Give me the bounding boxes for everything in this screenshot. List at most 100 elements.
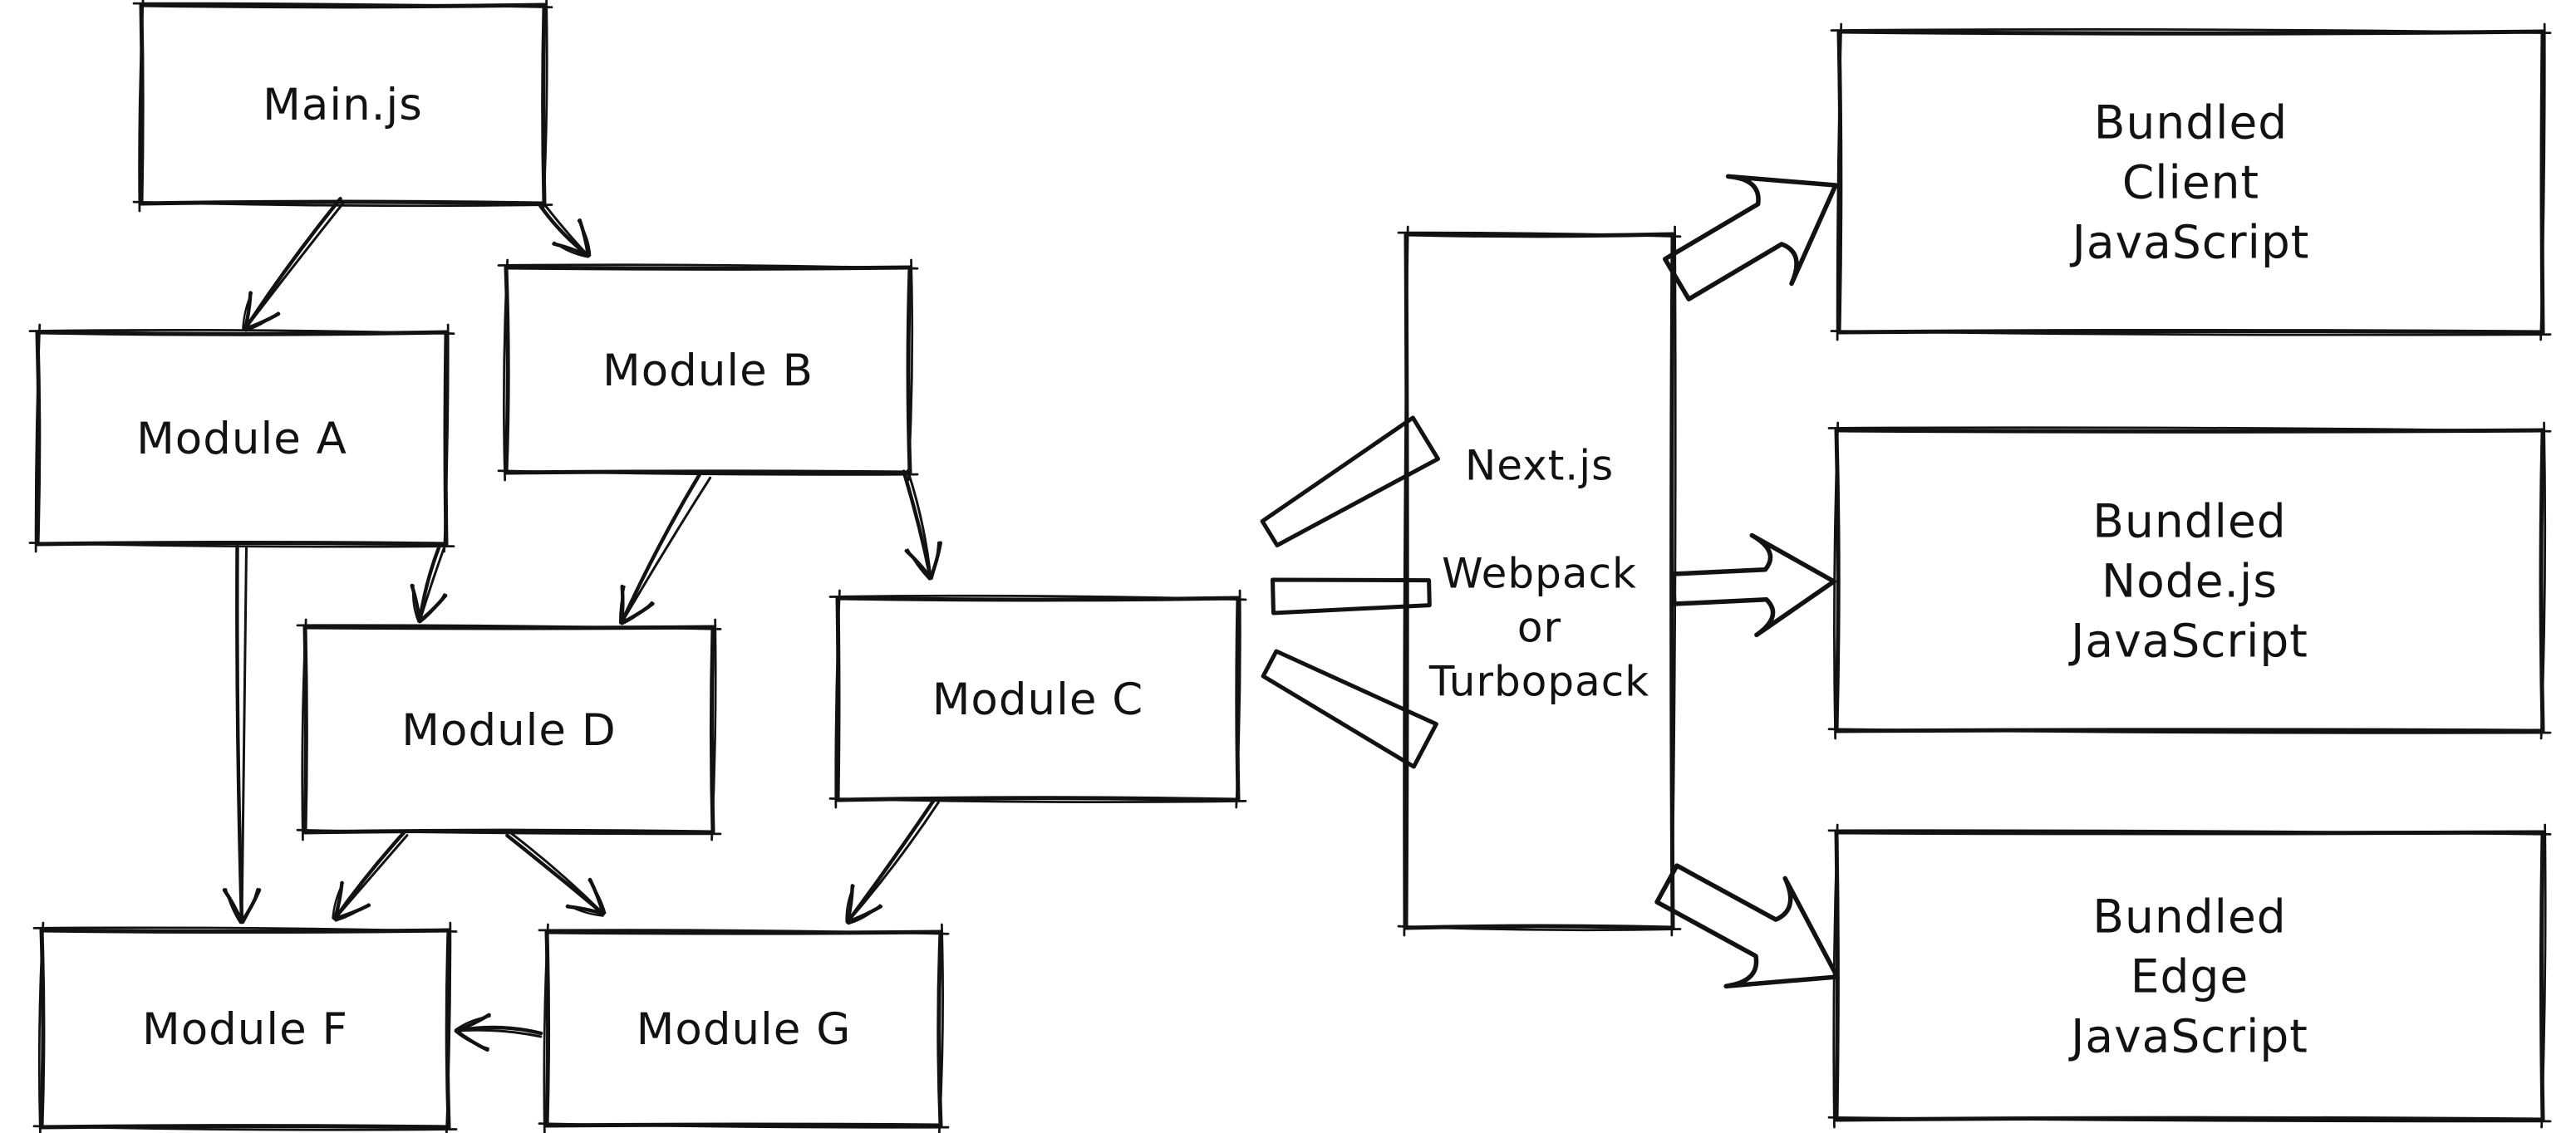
node-label-line: JavaScript: [2068, 614, 2308, 667]
sketch-stroke: [710, 618, 717, 841]
sketch-stroke: [132, 2, 553, 9]
sketch-stroke: [847, 904, 882, 925]
node-label-line: Edge: [2131, 949, 2249, 1003]
node-label-line: Bundled: [2092, 494, 2286, 547]
sketch-stroke: [28, 328, 455, 336]
node-label-line: Client: [2122, 155, 2259, 208]
sketch-stroke: [242, 292, 253, 330]
edge-shaft: [509, 831, 605, 915]
node-label-line: Next.js: [1465, 442, 1614, 490]
sketch-stroke: [907, 258, 914, 482]
arrow-modules-into-bundler-top: [1260, 415, 1440, 547]
node-fill: [42, 930, 449, 1127]
node-label: Module G: [637, 1004, 852, 1055]
sketch-stroke: [32, 1125, 458, 1131]
node-label-line: Turbopack: [1428, 658, 1649, 706]
sketch-stroke: [1827, 829, 2552, 836]
edge-module-d-to-module-f: [332, 831, 409, 922]
edge-shaft: [542, 201, 590, 258]
edge-main-to-module-a: [242, 196, 346, 332]
sketch-stroke: [1836, 22, 1843, 341]
edge-module-a-to-module-d: [410, 545, 448, 624]
sketch-stroke: [937, 923, 944, 1133]
edge-module-c-to-module-g: [845, 797, 940, 925]
sketch-stroke: [301, 618, 307, 841]
sketch-stroke: [577, 219, 592, 257]
edge-module-a-to-module-f: [222, 544, 262, 925]
edge-shaft: [906, 468, 932, 580]
edge-shaft: [455, 1028, 543, 1038]
edge-shaft: [845, 797, 937, 925]
sketch-stroke: [332, 881, 344, 920]
hollow-arrow: [1654, 863, 1840, 988]
edge-shaft: [505, 833, 606, 916]
sketch-stroke: [443, 323, 450, 553]
node-module-g: Module G: [538, 923, 950, 1133]
sketch-stroke: [1397, 925, 1682, 932]
sketch-stroke: [445, 921, 452, 1133]
node-label: Main.js: [263, 80, 423, 130]
sketch-stroke: [907, 548, 931, 581]
node-fill: [547, 932, 941, 1126]
node-fill: [1836, 430, 2543, 731]
node-label-line: Module B: [602, 346, 814, 396]
sketch-stroke: [1235, 589, 1241, 809]
edge-module-d-to-module-g: [505, 831, 607, 917]
edge-shaft: [620, 476, 712, 625]
arrow-modules-into-bundler-middle: [1271, 577, 1432, 616]
node-label: Module C: [932, 674, 1144, 725]
node-label-line: Bundled: [2092, 890, 2286, 943]
sketch-stroke: [1827, 426, 2552, 433]
node-label-line: Module D: [401, 705, 616, 756]
sketch-stroke: [834, 589, 841, 809]
sketch-stroke: [587, 879, 607, 915]
node-label-line: Node.js: [2102, 554, 2278, 607]
sketch-stroke: [411, 584, 420, 623]
node-label: Module B: [602, 346, 814, 396]
sketch-stroke: [538, 929, 950, 935]
sketch-stroke: [1827, 1116, 2552, 1123]
node-label: Module A: [136, 414, 347, 464]
sketch-stroke: [621, 601, 653, 625]
node-module-b: Module B: [497, 258, 919, 482]
sketch-stroke: [502, 258, 509, 482]
sketch-stroke: [224, 888, 242, 925]
sketch-stroke: [538, 1122, 950, 1129]
node-label-line: or: [1517, 604, 1561, 652]
node-fill: [1406, 234, 1673, 928]
sketch-stroke: [334, 903, 370, 922]
edge-module-g-to-module-f: [454, 1013, 543, 1052]
sketch-stroke: [1830, 330, 2552, 336]
sketch-stroke: [2539, 421, 2547, 740]
sketch-stroke: [1827, 728, 2552, 734]
sketch-stroke: [242, 887, 258, 925]
sketch-stroke: [543, 923, 549, 1133]
sketch-stroke: [28, 542, 455, 548]
node-fill: [141, 5, 544, 204]
edge-shaft: [240, 545, 248, 924]
arrow-modules-into-bundler-bottom: [1261, 649, 1438, 769]
sketch-stroke: [931, 541, 940, 580]
node-module-c: Module C: [828, 589, 1247, 809]
edge-shaft: [846, 801, 940, 924]
sketch-stroke: [34, 323, 42, 553]
node-fill: [838, 598, 1238, 800]
sketch-stroke: [845, 885, 855, 924]
node-label-line: JavaScript: [2068, 1009, 2308, 1062]
sketch-stroke: [138, 0, 145, 213]
edge-shaft: [243, 200, 346, 331]
edge-module-b-to-module-d: [618, 470, 712, 625]
sketch-stroke: [828, 797, 1247, 804]
sketch-stroke: [497, 469, 919, 476]
node-label-line: JavaScript: [2070, 215, 2310, 268]
